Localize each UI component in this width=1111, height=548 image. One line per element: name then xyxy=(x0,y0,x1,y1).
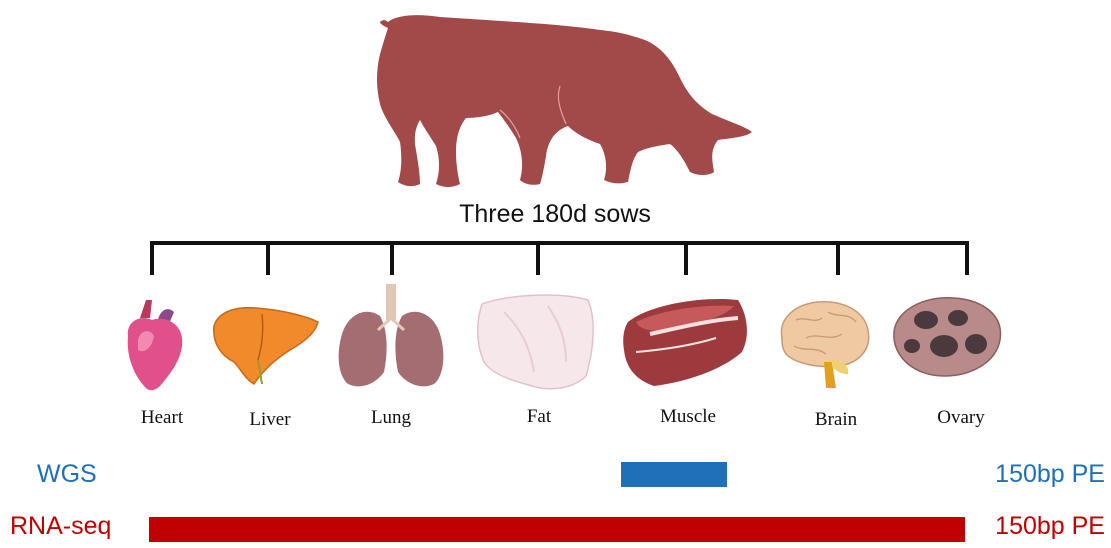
brain-icon xyxy=(781,302,868,388)
sows-title: Three 180d sows xyxy=(459,200,651,229)
organ-label-lung: Lung xyxy=(371,407,411,429)
rna-seq-read-length: 150bp PE xyxy=(995,512,1105,541)
organ-label-muscle: Muscle xyxy=(660,406,716,428)
wgs-bar xyxy=(621,462,727,487)
muscle-icon xyxy=(623,299,747,386)
wgs-label: WGS xyxy=(37,460,97,489)
lung-icon xyxy=(339,284,444,386)
rna-seq-bar xyxy=(149,517,965,542)
liver-icon xyxy=(214,308,318,384)
organ-label-brain: Brain xyxy=(815,409,857,431)
tissue-bracket xyxy=(150,243,969,275)
organ-label-ovary: Ovary xyxy=(937,407,984,429)
pig-icon xyxy=(377,15,752,187)
rna-seq-label: RNA-seq xyxy=(10,512,111,541)
ovary-icon xyxy=(894,298,1001,376)
organ-label-fat: Fat xyxy=(527,406,551,428)
heart-icon xyxy=(128,300,183,390)
wgs-read-length: 150bp PE xyxy=(995,460,1105,489)
fat-icon xyxy=(478,295,593,389)
organ-label-heart: Heart xyxy=(141,407,183,429)
organ-label-liver: Liver xyxy=(249,409,290,431)
